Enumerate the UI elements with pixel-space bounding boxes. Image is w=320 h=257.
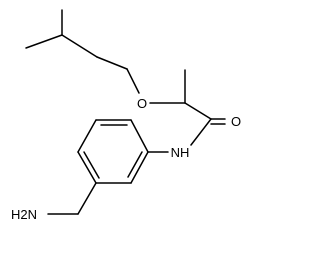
bond-chain-3	[126, 68, 140, 94]
ring-bond-3	[77, 119, 97, 153]
amide-nh-label: NH	[171, 145, 190, 160]
bond-ch-carbonyl	[184, 102, 212, 120]
ring-bond-4	[77, 151, 97, 184]
propanamide-chain	[147, 69, 226, 153]
carbonyl-oxygen-label: O	[231, 114, 241, 129]
aminomethyl-group	[47, 182, 97, 215]
bond-carbonyl-nh	[190, 118, 212, 146]
isopentyl-chain	[25, 9, 140, 94]
bond-chain-1	[61, 34, 98, 58]
ring-bond-6	[130, 151, 149, 184]
bond-ring-ch2	[77, 182, 97, 215]
bond-methyl-left	[25, 34, 63, 49]
benzene-ring	[77, 119, 149, 184]
bond-chain-2	[96, 56, 128, 70]
ring-inner-bond-b	[83, 151, 100, 179]
chemical-structure-diagram: O O NH H2N	[11, 9, 241, 222]
ring-inner-bond-c	[127, 151, 143, 178]
amine-nh2-label: H2N	[11, 207, 37, 222]
ring-bond-1	[130, 119, 149, 153]
ether-oxygen-label: O	[137, 96, 147, 111]
